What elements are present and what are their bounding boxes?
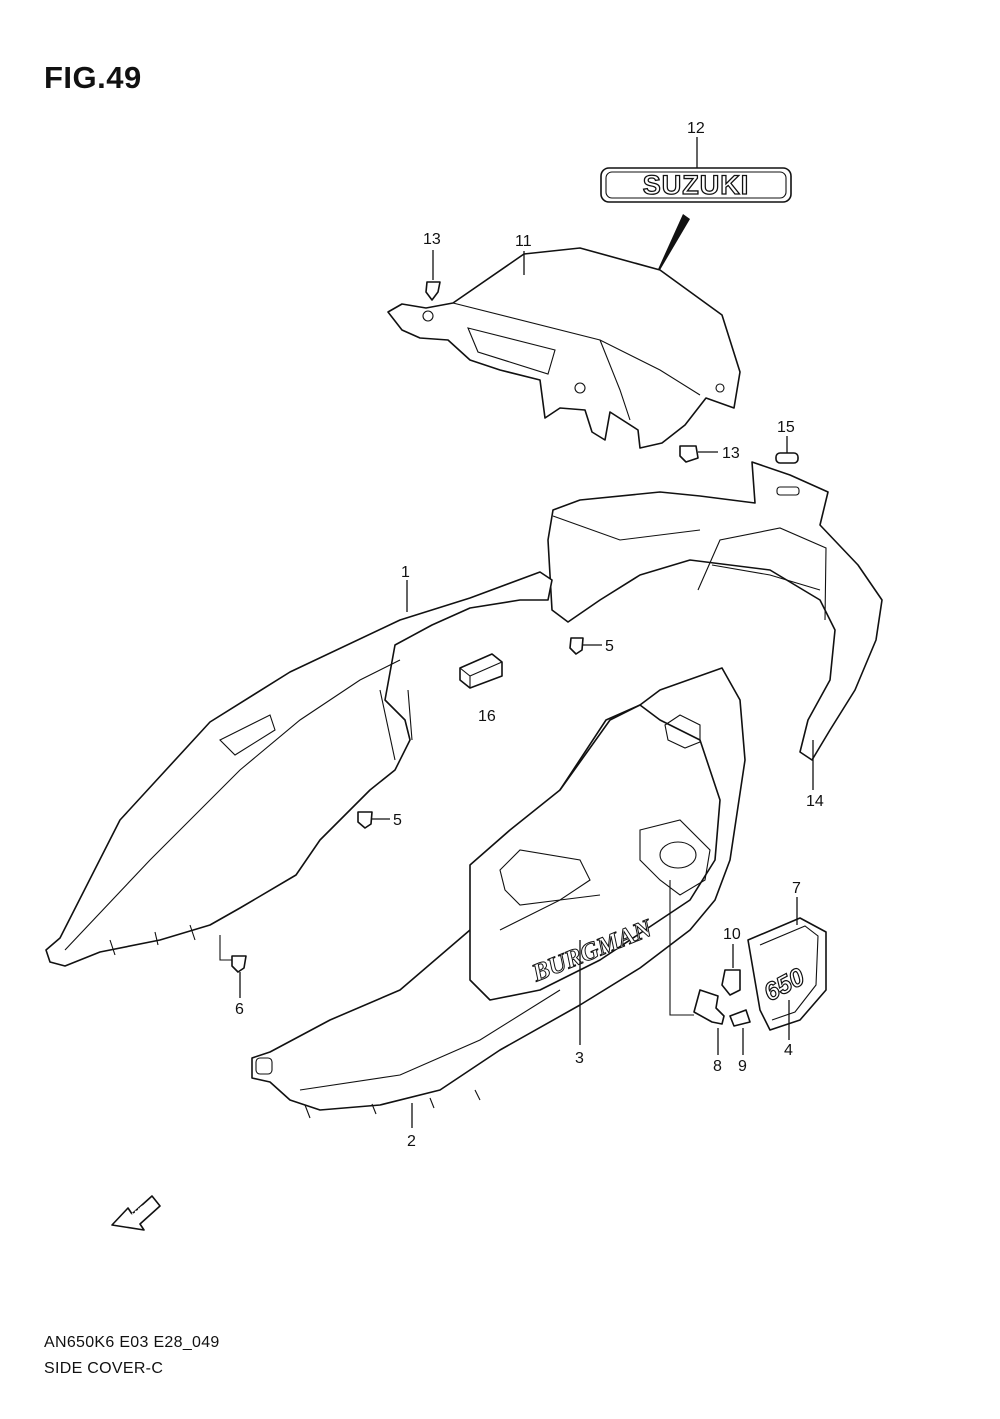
callout-6: 6 bbox=[235, 1001, 244, 1018]
part-13-clip-upper bbox=[425, 250, 441, 301]
part-10-retainer bbox=[721, 944, 741, 996]
part-5-clip-lower bbox=[357, 811, 390, 829]
callout-2: 2 bbox=[407, 1133, 416, 1150]
callout-4: 4 bbox=[784, 1042, 793, 1059]
callout-10: 10 bbox=[723, 926, 741, 943]
part-13-clip-lower bbox=[679, 445, 718, 463]
callout-13-lower: 13 bbox=[722, 445, 740, 462]
part-12-emblem: SUZUKI bbox=[600, 137, 792, 287]
callout-9: 9 bbox=[738, 1058, 747, 1075]
callout-7: 7 bbox=[792, 880, 801, 897]
part-11-rear-cover bbox=[387, 247, 741, 449]
part-16-pad bbox=[459, 653, 503, 689]
callout-12: 12 bbox=[687, 120, 705, 137]
callout-11: 11 bbox=[515, 233, 532, 250]
callout-labels: 1 2 3 4 5 5 6 7 8 9 10 11 12 13 13 14 15… bbox=[235, 120, 824, 1150]
part-7-4-badge: 650 bbox=[747, 897, 827, 1040]
callout-5-upper: 5 bbox=[605, 638, 614, 655]
callout-14: 14 bbox=[806, 793, 824, 810]
figure-name: SIDE COVER-C bbox=[44, 1360, 164, 1377]
model-code: AN650K6 E03 E28_049 bbox=[44, 1334, 220, 1351]
part-9-screw bbox=[729, 1009, 751, 1055]
emblem-text: SUZUKI bbox=[643, 170, 750, 200]
part-5-clip-upper bbox=[569, 637, 602, 655]
part-1-side-cover bbox=[45, 571, 553, 967]
callout-5-lower: 5 bbox=[393, 812, 402, 829]
callout-3: 3 bbox=[575, 1050, 584, 1067]
callout-13-upper: 13 bbox=[423, 231, 441, 248]
part-8-bracket bbox=[669, 880, 725, 1055]
part-6-clip bbox=[219, 935, 247, 998]
callout-16: 16 bbox=[478, 708, 496, 725]
callout-1: 1 bbox=[401, 564, 410, 581]
figure-footer: AN650K6 E03 E28_049 SIDE COVER-C bbox=[44, 1330, 220, 1382]
part-14-rear-under-cover bbox=[547, 461, 883, 790]
part-15-cushion bbox=[775, 436, 799, 464]
figure-title: FIG.49 bbox=[44, 60, 142, 95]
callout-8: 8 bbox=[713, 1058, 722, 1075]
fwd-arrow: FWD bbox=[111, 1195, 161, 1231]
callout-15: 15 bbox=[777, 419, 795, 436]
